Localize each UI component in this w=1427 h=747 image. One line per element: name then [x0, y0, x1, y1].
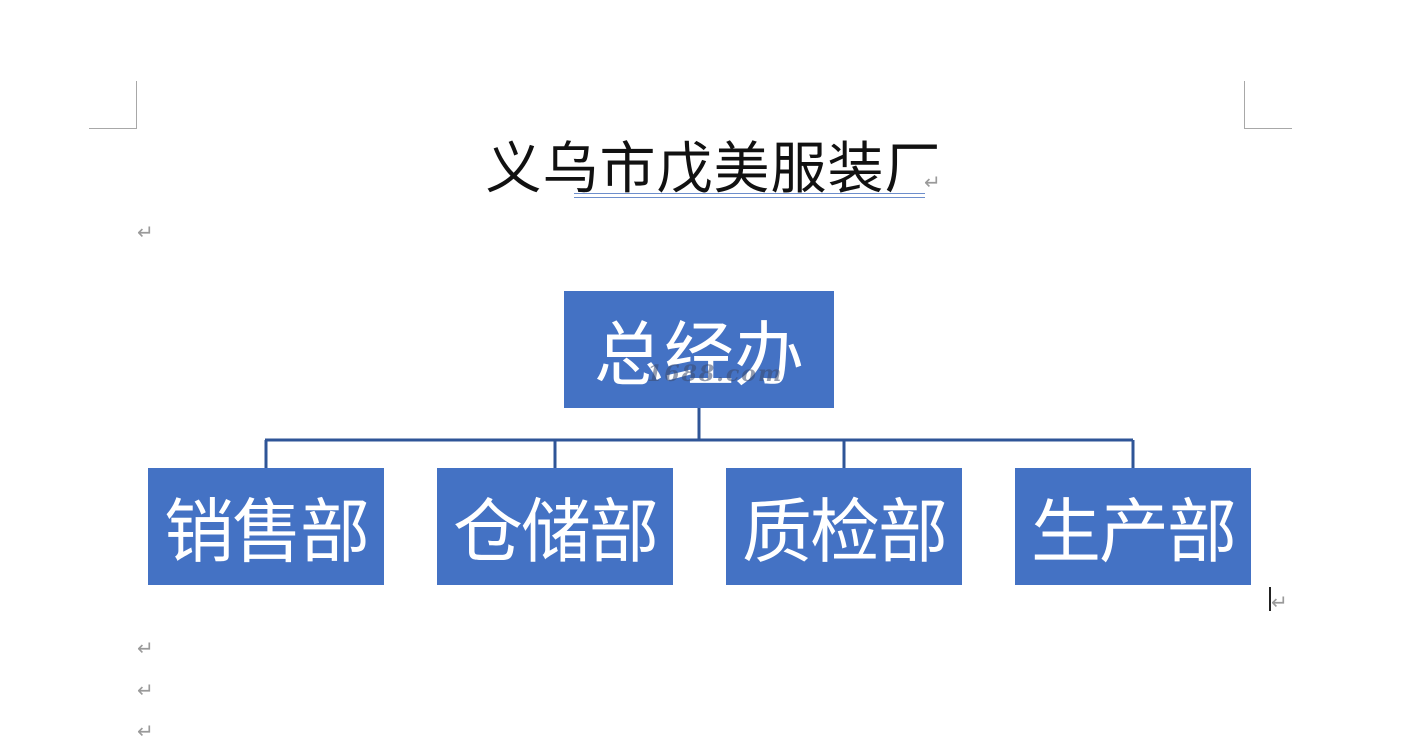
crop-mark-top-right — [1244, 81, 1292, 129]
org-node-quality[interactable]: 质检部 — [726, 468, 962, 585]
paragraph-mark: ↵ — [137, 636, 154, 660]
paragraph-mark: ↵ — [137, 678, 154, 702]
org-node-warehouse[interactable]: 仓储部 — [437, 468, 673, 585]
org-node-label: 销售部 — [164, 491, 370, 573]
document-title[interactable]: 义乌市戊美服装厂 — [485, 137, 942, 202]
org-node-label: 生产部 — [1031, 491, 1237, 573]
org-node-sales[interactable]: 销售部 — [148, 468, 384, 585]
paragraph-mark: ↵ — [137, 719, 154, 743]
paragraph-mark: ↵ — [924, 170, 941, 194]
crop-mark-top-left — [89, 81, 137, 129]
watermark: 1688.com — [647, 361, 784, 387]
org-node-label: 总经办 — [594, 314, 804, 396]
org-node-label: 仓储部 — [453, 491, 659, 573]
org-node-root[interactable]: 总经办 — [564, 291, 834, 408]
paragraph-mark: ↵ — [1271, 590, 1288, 614]
spellcheck-underline — [574, 193, 925, 198]
paragraph-mark: ↵ — [137, 220, 154, 244]
document-title-line[interactable]: 义乌市戊美服装厂 — [0, 134, 1427, 206]
text-cursor — [1269, 587, 1271, 611]
org-node-production[interactable]: 生产部 — [1015, 468, 1251, 585]
org-node-label: 质检部 — [742, 491, 948, 573]
